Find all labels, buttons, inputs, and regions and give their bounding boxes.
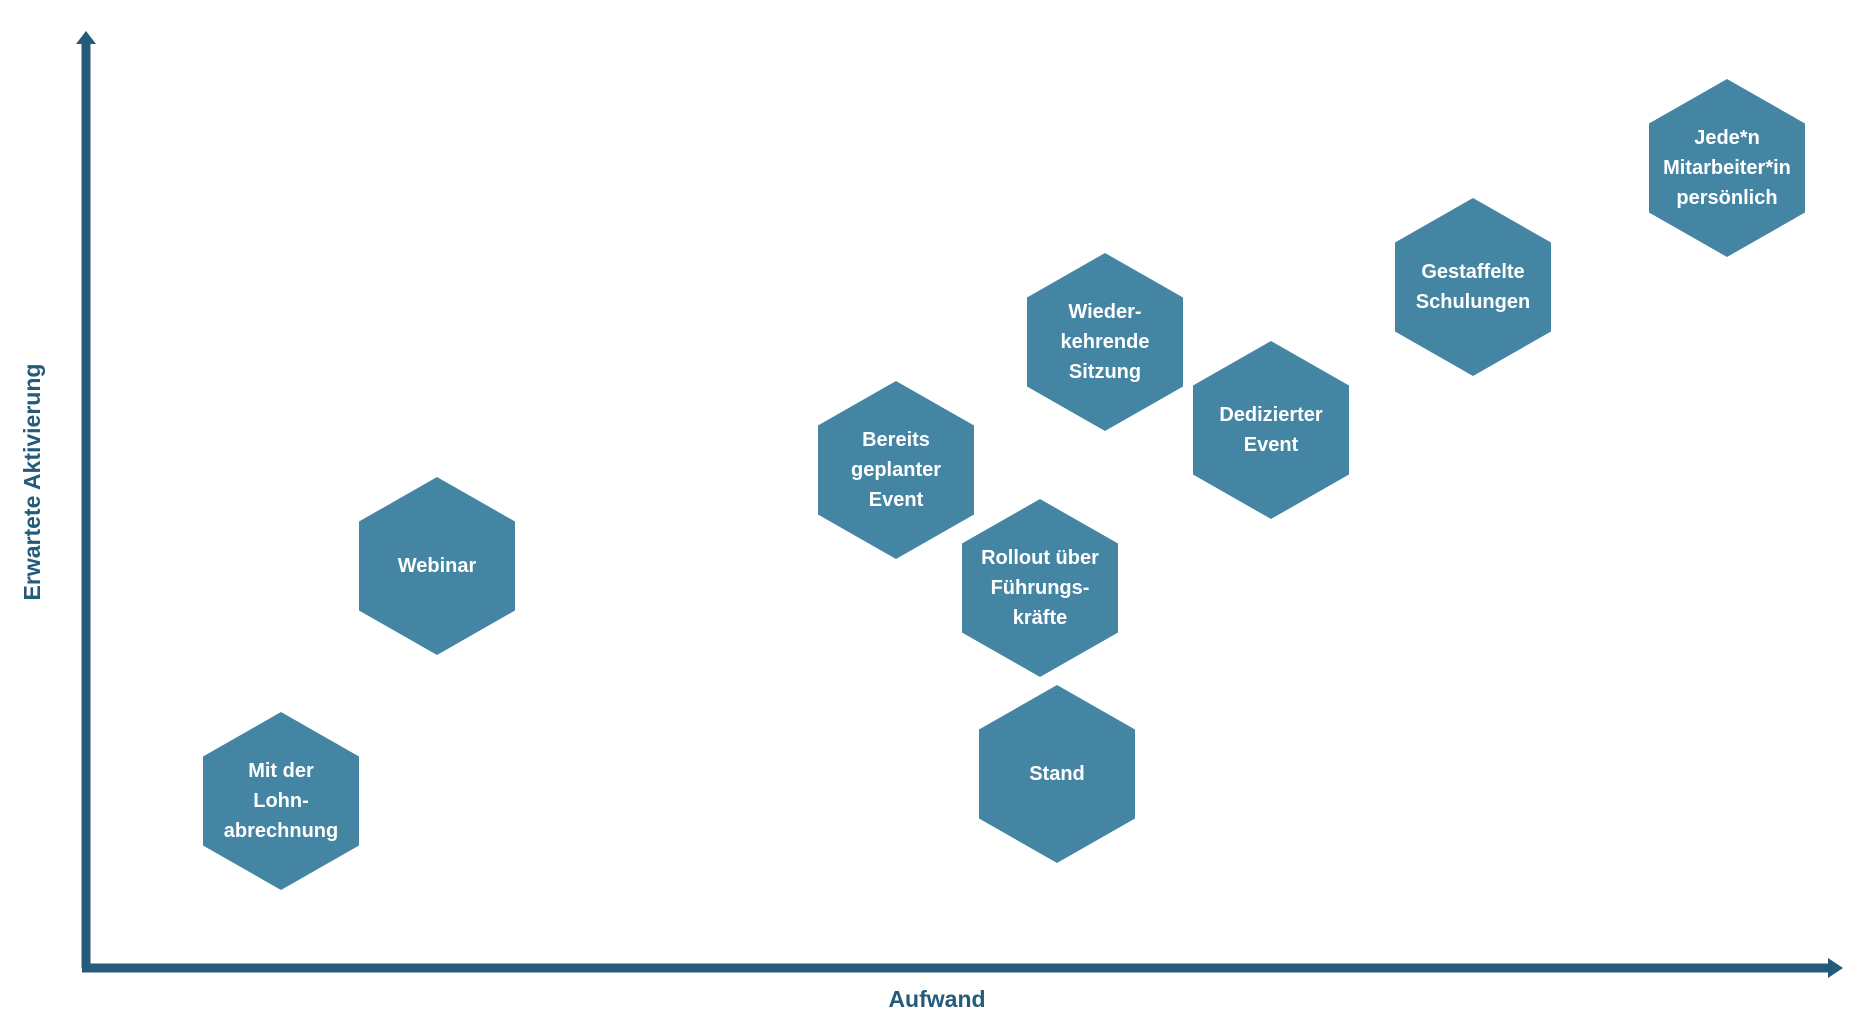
hexagon-label-line: abrechnung bbox=[224, 820, 338, 842]
hexagon-label-line: Rollout über bbox=[981, 547, 1099, 569]
hexagon-shape bbox=[1027, 253, 1183, 431]
hexagon-shape bbox=[203, 712, 359, 890]
y-axis-arrowhead bbox=[76, 31, 96, 44]
hexagon-shape bbox=[359, 477, 515, 655]
hexagon-label-line: Stand bbox=[1029, 763, 1085, 785]
hexagon-label-line: Dedizierter bbox=[1219, 404, 1323, 426]
hexagon-shape bbox=[979, 685, 1135, 863]
hexagon-label-line: Gestaffelte bbox=[1421, 261, 1524, 283]
hexagon-label-line: Schulungen bbox=[1416, 291, 1530, 313]
hexagon-shape bbox=[962, 499, 1118, 677]
hexagon-label-line: Mitarbeiter*in bbox=[1663, 157, 1791, 179]
hexagon-label-line: Sitzung bbox=[1069, 361, 1141, 383]
hexagon-label-line: Lohn- bbox=[253, 790, 309, 812]
hexagon-label-line: kräfte bbox=[1013, 607, 1067, 629]
x-axis-title: Aufwand bbox=[888, 986, 985, 1012]
hexagon-webinar: Webinar bbox=[359, 477, 515, 655]
hexagon-label-line: Mit der bbox=[248, 760, 314, 782]
hexagon-label-line: Event bbox=[1244, 434, 1299, 456]
hexagon-shape bbox=[818, 381, 974, 559]
hexagon-label-line: geplanter bbox=[851, 459, 941, 481]
x-axis-arrowhead bbox=[1828, 958, 1843, 978]
hexagon-label-line: kehrende bbox=[1061, 331, 1150, 353]
hexagon-stand: Stand bbox=[979, 685, 1135, 863]
hexagon-shape bbox=[1649, 79, 1805, 257]
hexagon-label-line: Führungs- bbox=[991, 577, 1090, 599]
hexagon-label-line: Jede*n bbox=[1694, 127, 1760, 149]
hexagon-shape bbox=[1395, 198, 1551, 376]
hexagon-label-line: Wieder- bbox=[1068, 301, 1141, 323]
hexagon-shape bbox=[1193, 341, 1349, 519]
y-axis-title: Erwartete Aktivierung bbox=[19, 364, 45, 601]
hexagon-label-line: Webinar bbox=[398, 555, 477, 577]
hexagon-label-line: Event bbox=[869, 489, 924, 511]
hexagon-label-line: persönlich bbox=[1676, 187, 1777, 209]
hexagon-label-line: Bereits bbox=[862, 429, 930, 451]
